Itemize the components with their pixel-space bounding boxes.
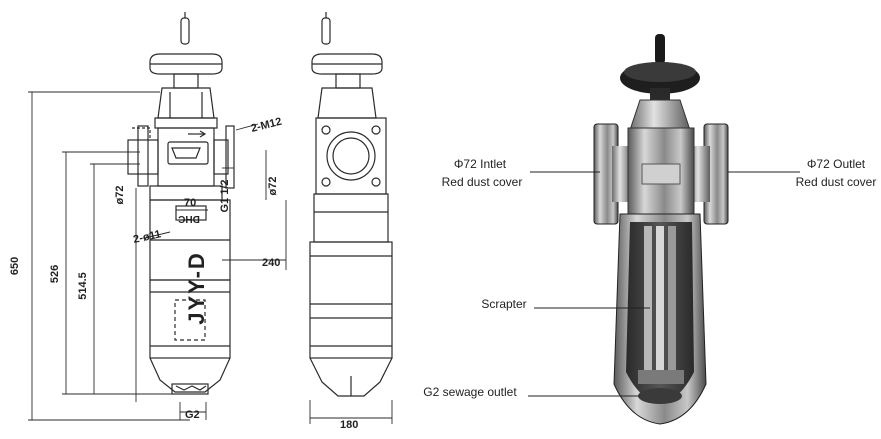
label-sewage: G2 sewage outlet (423, 385, 517, 399)
callout-lines (528, 171, 800, 397)
handle-knob (655, 34, 665, 64)
dim-side-width: 180 (340, 419, 358, 431)
scraper-rod (644, 226, 652, 376)
dim-handle-offset: 240 (262, 257, 280, 269)
front-dimension-labels: 650 526 514.5 ø72 ø72 70 2-ø11 2-M12 G1 … (9, 116, 283, 421)
dim-bolt-holes: 2-ø11 (132, 228, 162, 246)
dim-overall-height: 650 (9, 257, 21, 275)
dim-bolt-width: 70 (184, 197, 196, 209)
flange-marking: DHC (178, 213, 200, 224)
label-inlet-2: Red dust cover (442, 175, 523, 189)
dim-outlet-dia: ø72 (267, 177, 279, 196)
body-marking: JYY-D (184, 251, 209, 325)
label-scrapter: Scrapter (481, 297, 526, 311)
dim-inlet-dia: ø72 (114, 186, 126, 205)
dim-outlet-height: 514.5 (77, 272, 89, 300)
label-outlet-2: Red dust cover (796, 175, 877, 189)
dim-side-ports: 2-M12 (250, 116, 283, 135)
front-dimension-lines (28, 91, 287, 421)
dim-bottom-port: G2 (185, 409, 200, 421)
dim-inlet-height: 526 (49, 265, 61, 283)
dim-drain-thread: G1 1/2 (219, 179, 231, 212)
callout-labels: Φ72 Intlet Red dust cover Φ72 Outlet Red… (423, 157, 876, 399)
front-view-drawing (127, 12, 235, 395)
cutaway-photo (593, 34, 729, 425)
side-view-drawing (309, 12, 393, 424)
label-outlet-1: Φ72 Outlet (807, 157, 866, 171)
label-inlet-1: Φ72 Intlet (454, 157, 507, 171)
